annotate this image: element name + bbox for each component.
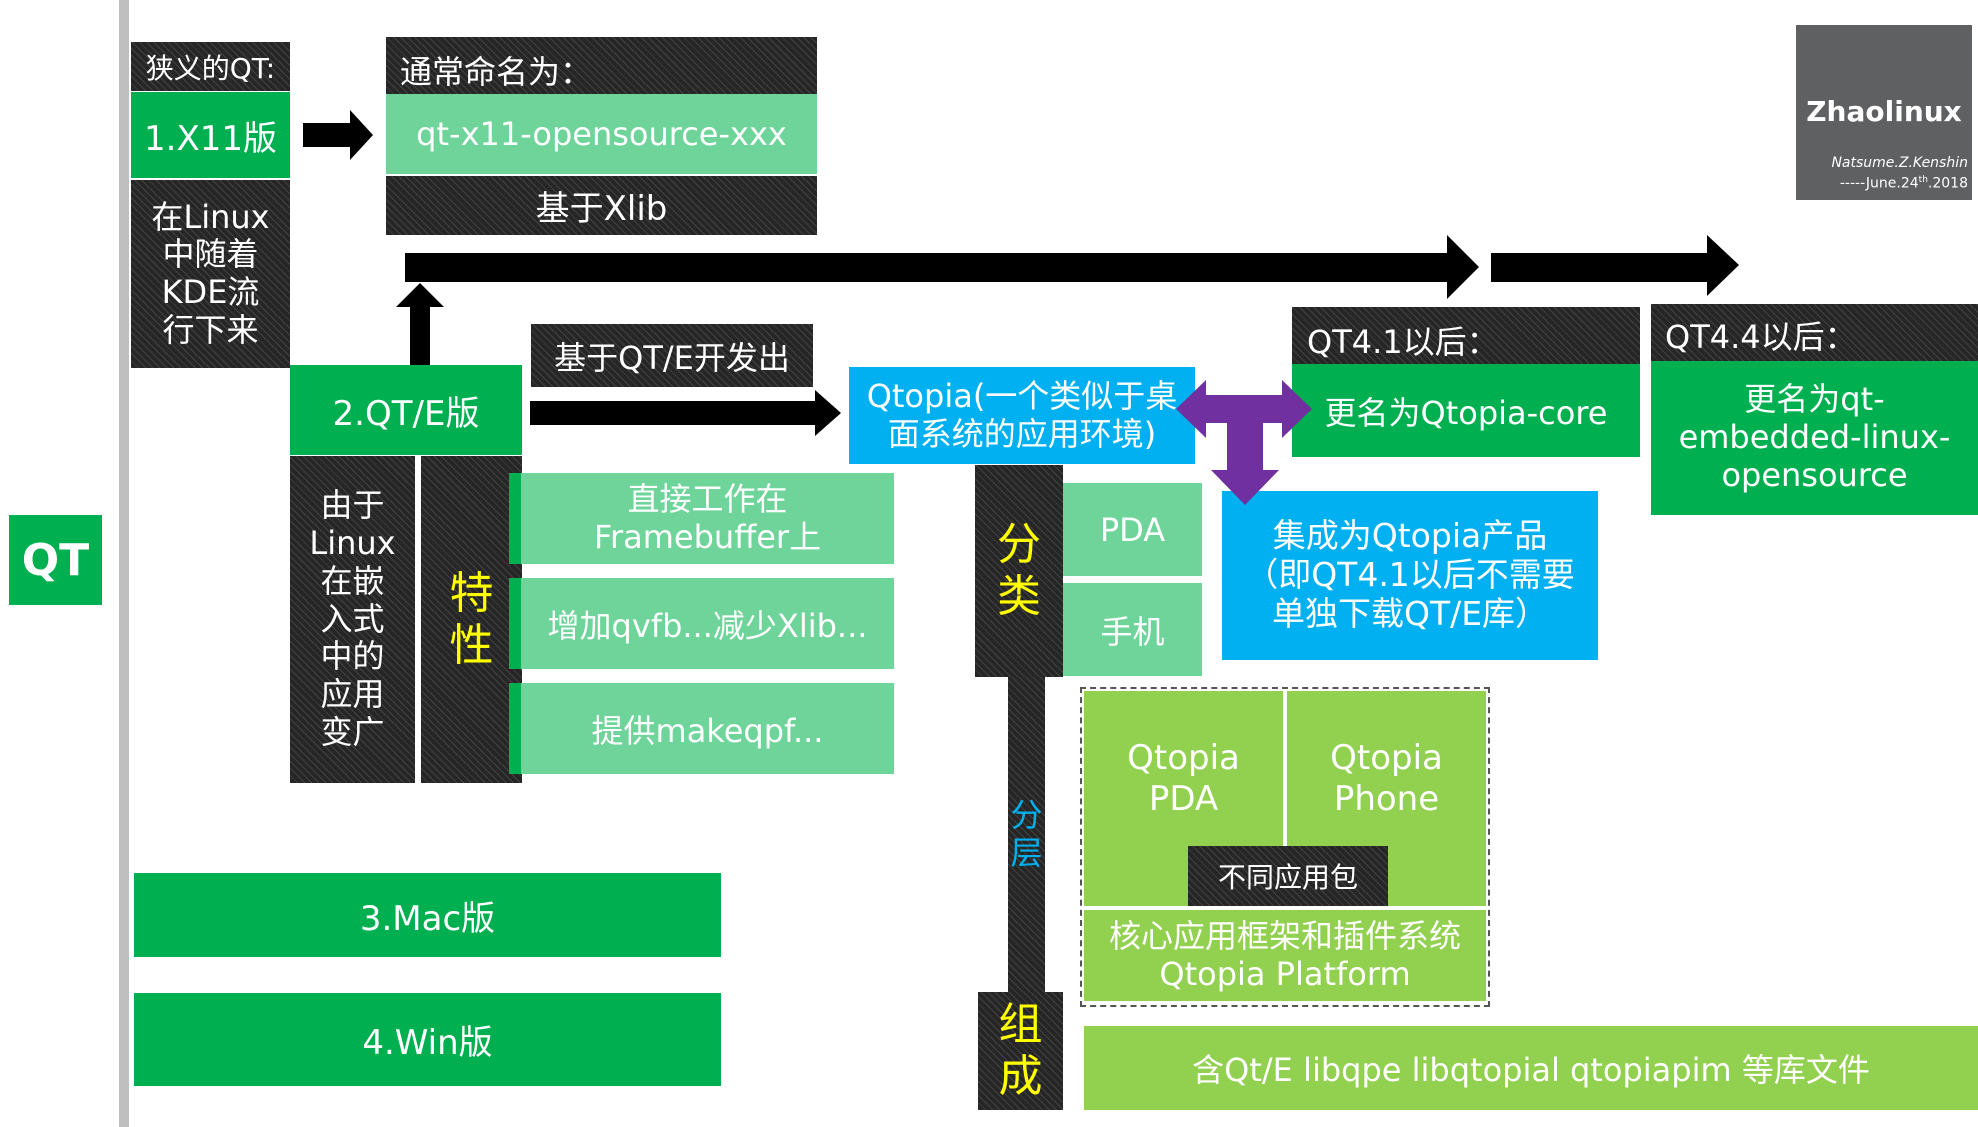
app-packages: 不同应用包 [1188,846,1388,906]
qt44-rename-text: 更名为qt-embedded-linux-opensource [1678,380,1951,494]
qt44-header: QT4.4以后： [1651,304,1978,361]
qtopia-category-label: 分类 [975,465,1063,677]
qte-features-label: 特性 [421,456,522,783]
win-label: 4.Win版 [362,1023,493,1063]
qt44-header-text: QT4.4以后： [1665,318,1857,356]
logo-title: Zhaolinux [1806,95,1962,128]
arrow-x11-to-naming [303,110,373,160]
author-logo: Zhaolinux Natsume.Z.Kenshin -----June.24… [1796,25,1972,200]
feature-item-qvfb-text: 增加qvfb...减少Xlib... [547,606,868,645]
arrow-qte-to-qtopia [530,390,841,436]
x11-linux-note-text: 在Linux中随着KDE流行下来 [151,197,270,349]
x11-naming-value-text: qt-x11-opensource-xxx [416,115,787,153]
feature-item-makeqpf: 提供makeqpf... [509,683,894,774]
logo-date-suffix: .2018 [1927,175,1968,192]
qte-reason-text: 由于Linux在嵌入式中的应用变广 [309,486,396,751]
qt41-rename: 更名为Qtopia-core [1292,364,1640,457]
qte-features-label-text: 特性 [449,567,494,671]
qtopia-libs: 含Qt/E libqpe libqtopial qtopiapim 等库文件 [1084,1026,1978,1110]
category-pda-text: PDA [1099,510,1166,549]
x11-label: 1.X11版 [144,118,277,159]
category-phone-text: 手机 [1100,612,1165,651]
qtopia-layer-label-text: 分层 [1010,795,1043,872]
narrow-qt-header-text: 狭义的QT: [145,51,276,85]
qtopia-compose-label: 组成 [978,992,1063,1110]
logo-date-prefix: -----June.24 [1839,175,1919,192]
feature-item-qvfb: 增加qvfb...减少Xlib... [509,578,894,669]
mac-label: 3.Mac版 [359,898,496,939]
mac-node: 3.Mac版 [134,873,721,957]
qte-dev-label: 基于QT/E开发出 [531,324,813,387]
qt41-rename-text: 更名为Qtopia-core [1324,393,1608,432]
arrow-qte-up [396,283,444,365]
app-pda: Qtopia PDA [1084,691,1283,906]
app-phone-text: Qtopia Phone [1330,738,1443,819]
qte-reason: 由于Linux在嵌入式中的应用变广 [290,456,415,783]
feature-item-framebuffer: 直接工作在Framebuffer上 [509,473,894,564]
qtopia-layer-label: 分层 [1008,677,1045,992]
qt41-header: QT4.1以后： [1292,307,1640,364]
x11-base-text: 基于Xlib [535,189,668,229]
feature-item-makeqpf-text: 提供makeqpf... [591,711,824,750]
logo-date-sup: th [1918,175,1928,185]
qtopia-layer-group: Qtopia PDA Qtopia Phone 不同应用包 核心应用框架和插件系… [1080,687,1490,1007]
category-pda: PDA [1063,483,1202,576]
qtopia-libs-text: 含Qt/E libqpe libqtopial qtopiapim 等库文件 [1192,1051,1870,1089]
x11-naming-header: 通常命名为： [386,37,817,94]
qte-label: 2.QT/E版 [332,393,480,434]
qtopia-core-text: 核心应用框架和插件系统 Qtopia Platform [1108,916,1461,993]
root-qt-node: QT [9,515,102,605]
qt44-rename: 更名为qt-embedded-linux-opensource [1651,361,1978,515]
app-packages-text: 不同应用包 [1217,861,1358,894]
qtopia-category-label-text: 分类 [997,519,1041,622]
feature-item-framebuffer-text: 直接工作在Framebuffer上 [593,479,822,556]
qte-dev-label-text: 基于QT/E开发出 [554,338,790,377]
arrow-timeline-long [405,235,1479,299]
narrow-qt-header: 狭义的QT: [131,42,290,91]
x11-naming-value: qt-x11-opensource-xxx [386,94,817,174]
qte-node: 2.QT/E版 [290,365,522,455]
logo-author: Natsume.Z.Kenshin [1831,155,1968,171]
qtopia-core: 核心应用框架和插件系统 Qtopia Platform [1084,910,1486,1001]
qtopia-integrated: 集成为Qtopia产品（即QT4.1以后不需要单独下载QT/E库） [1222,491,1598,660]
win-node: 4.Win版 [134,993,721,1086]
qtopia-desc-text: Qtopia(一个类似于桌面系统的应用环境) [866,376,1178,453]
root-qt-label: QT [21,534,90,586]
x11-naming-header-text: 通常命名为： [400,53,593,91]
logo-date: -----June.24th.2018 [1840,175,1968,192]
category-phone: 手机 [1063,583,1202,676]
app-pda-text: Qtopia PDA [1127,738,1240,819]
qtopia-desc: Qtopia(一个类似于桌面系统的应用环境) [849,367,1195,464]
x11-linux-note: 在Linux中随着KDE流行下来 [131,180,290,368]
x11-node: 1.X11版 [131,92,290,178]
arrow-qtopia-purple [1176,380,1312,505]
qtopia-integrated-text: 集成为Qtopia产品（即QT4.1以后不需要单独下载QT/E库） [1245,516,1575,633]
x11-base: 基于Xlib [386,176,817,235]
qt41-header-text: QT4.1以后： [1307,323,1499,361]
qtopia-compose-label-text: 组成 [998,999,1043,1102]
arrow-timeline-end [1491,235,1739,296]
timeline-divider [119,0,129,1127]
